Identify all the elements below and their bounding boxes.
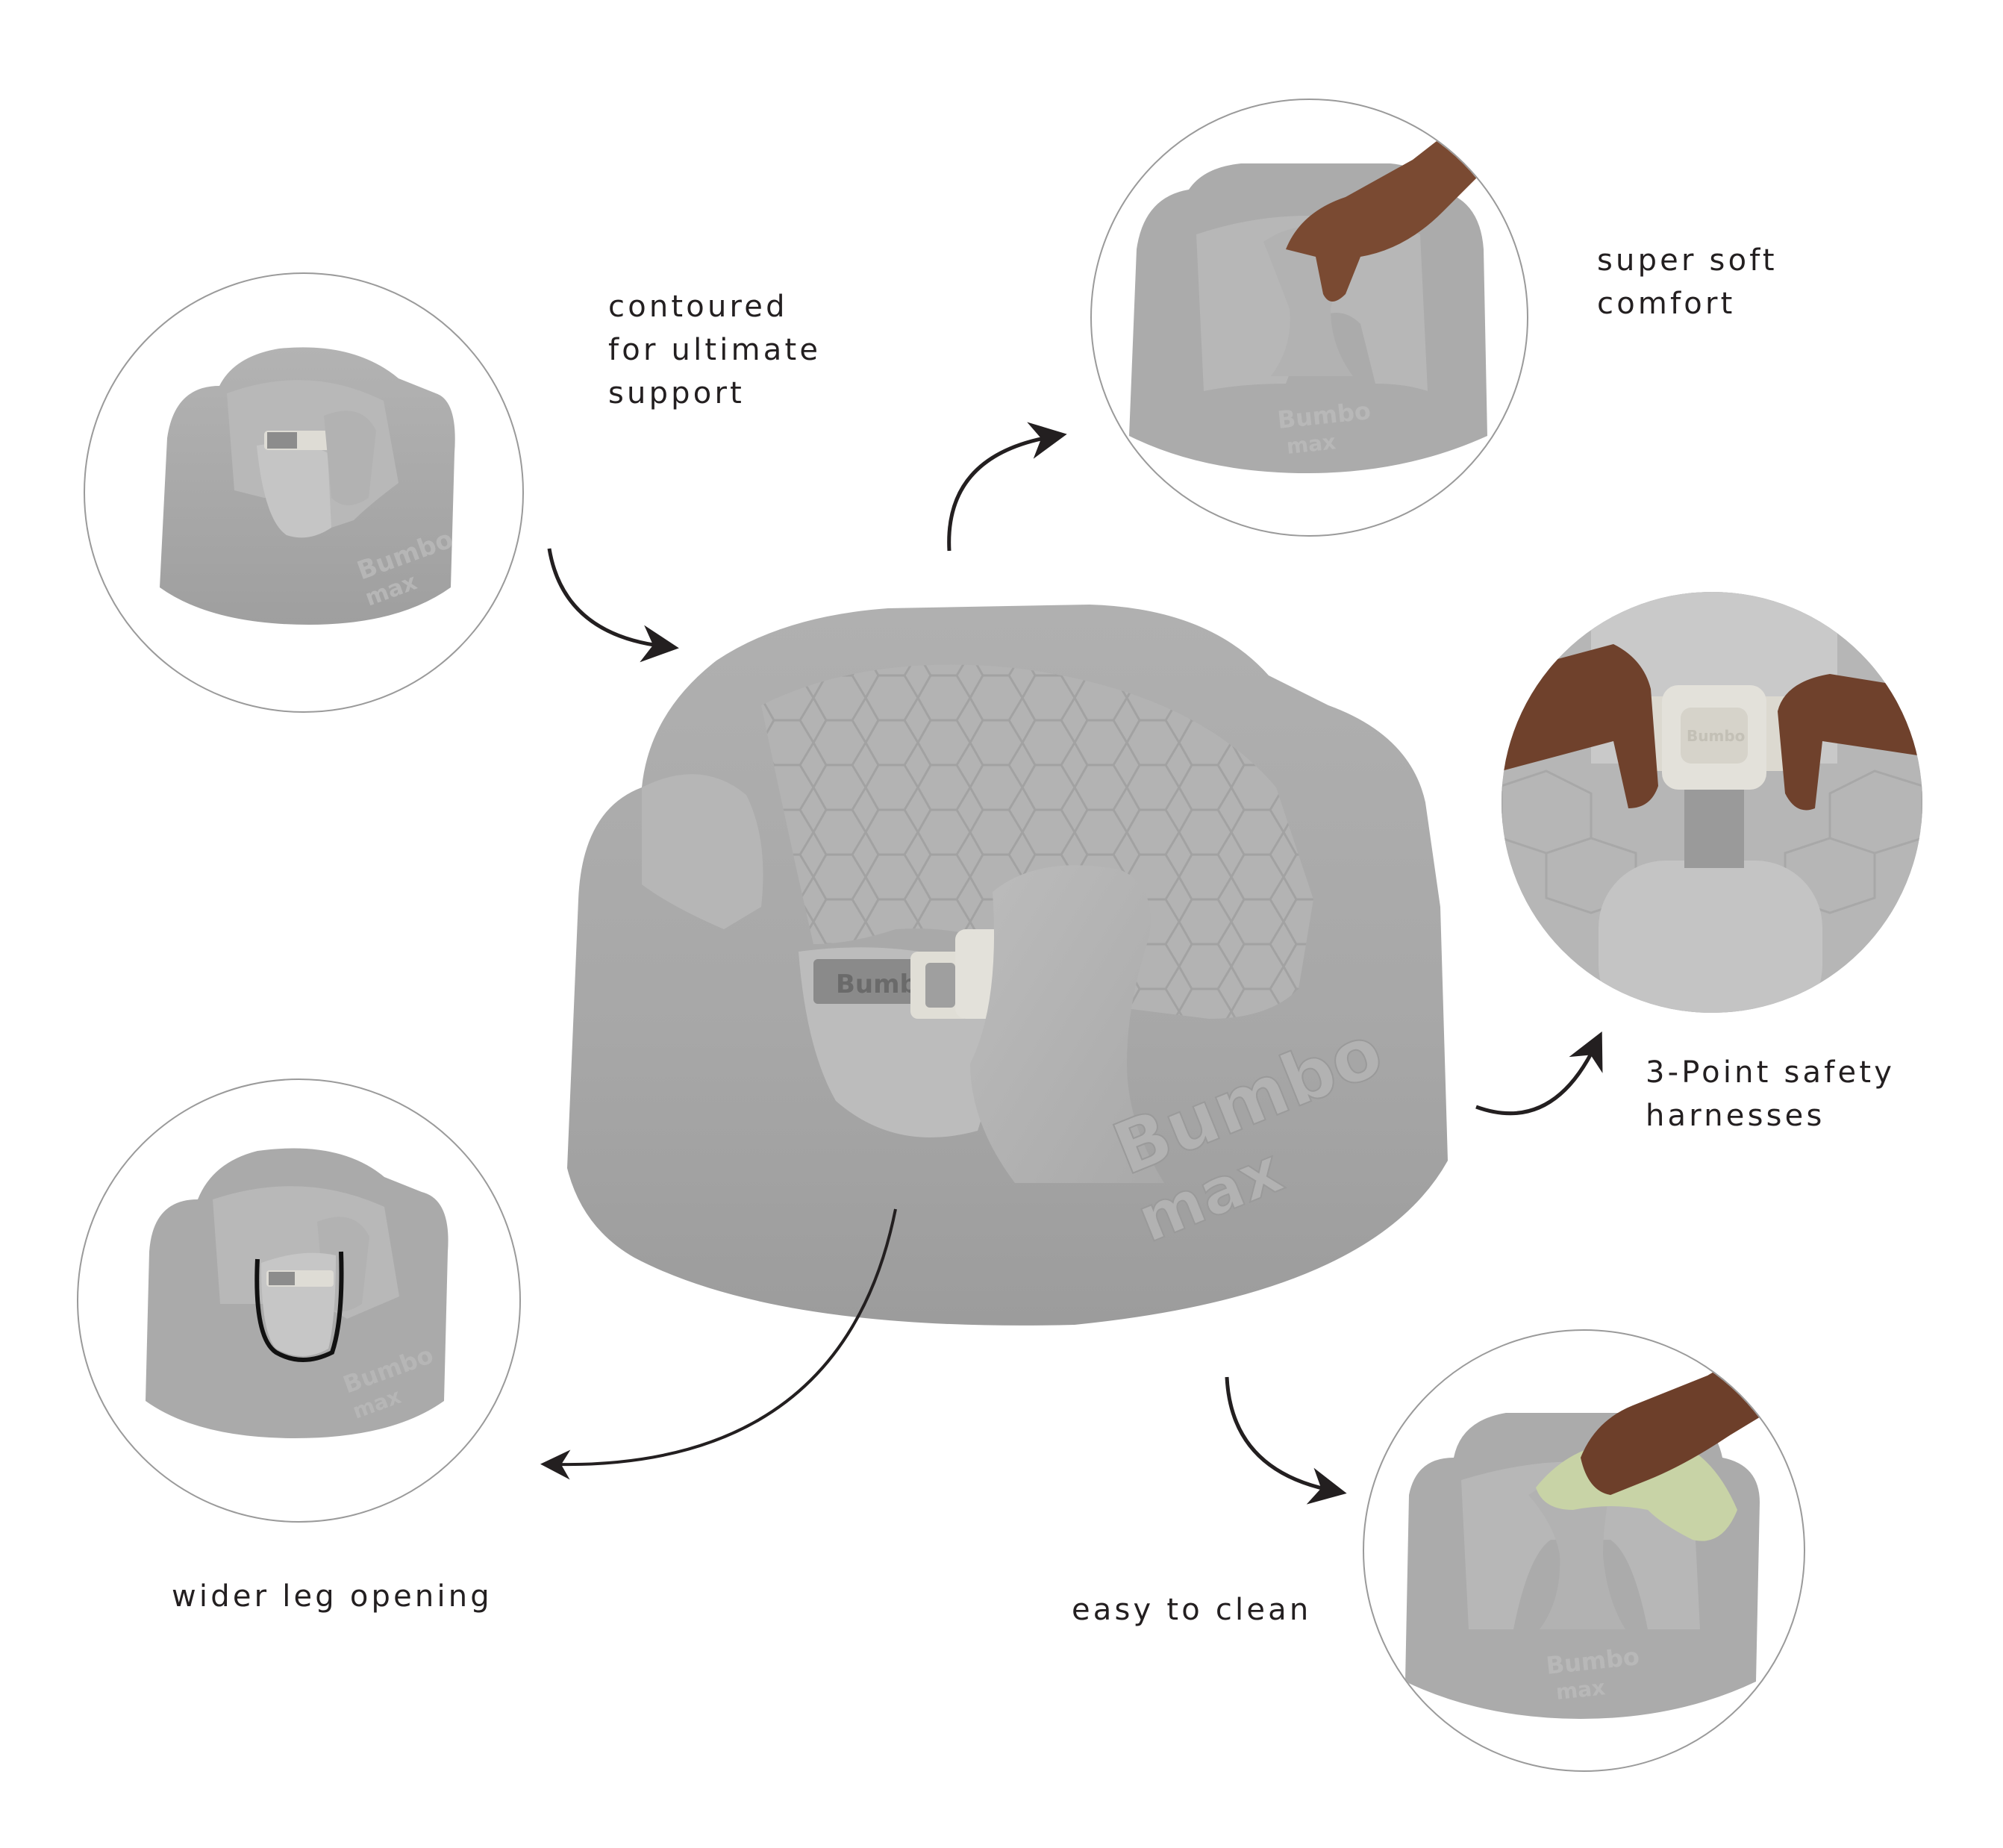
svg-text:Bumbo: Bumbo: [1687, 727, 1745, 745]
wipe-seat-icon: Bumbo max: [1405, 1331, 1804, 1719]
caption-leg-opening: wider leg opening: [172, 1579, 493, 1614]
hand-squeeze-seat-icon: Bumbo max: [1129, 107, 1510, 473]
caption-contoured: contoured for ultimate support: [608, 290, 822, 411]
feature-image-contoured: Bumbo max: [84, 272, 524, 713]
feature-image-soft: Bumbo max: [1090, 99, 1528, 537]
caption-harness: 3-Point safety harnesses: [1646, 1055, 1896, 1133]
feature-image-clean: Bumbo max: [1363, 1329, 1805, 1772]
arrow-harness-icon: [1475, 1031, 1603, 1116]
caption-clean: easy to clean: [1072, 1593, 1312, 1627]
feature-image-harness: Bumbo: [1502, 592, 1922, 1013]
seat-leg-opening-icon: Bumbo max: [146, 1148, 449, 1438]
seat-three-quarter-icon: Bumbo max: [160, 347, 457, 625]
feature-image-leg-opening: Bumbo max: [77, 1078, 521, 1523]
bumbo-seat-icon: Bumbo Bumbo max: [567, 605, 1448, 1326]
svg-text:max: max: [1285, 429, 1337, 459]
svg-text:max: max: [1554, 1675, 1606, 1705]
arrow-clean-icon: [1225, 1376, 1347, 1505]
caption-soft: super soft comfort: [1597, 243, 1778, 321]
arrow-soft-icon: [947, 422, 1067, 552]
hero-product-image: Bumbo Bumbo max: [552, 586, 1463, 1366]
buckle-harness-icon: Bumbo: [1502, 592, 1922, 1013]
